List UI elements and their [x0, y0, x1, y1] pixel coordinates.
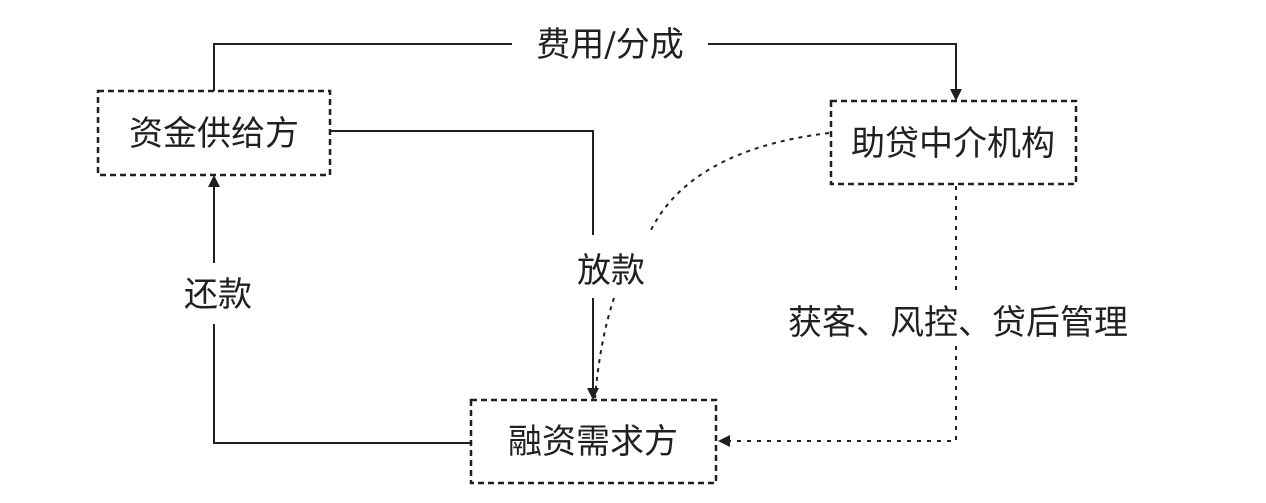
- edge-lending-line-top: [330, 130, 594, 235]
- edge-services: 获客、风控、贷后管理: [718, 186, 1128, 447]
- edge-fee-share-line-right: [708, 43, 962, 101]
- edge-services-label: 获客、风控、贷后管理: [788, 303, 1128, 343]
- edge-lending: 放款: [330, 130, 645, 400]
- edge-repayment-line-bottom: [213, 324, 471, 444]
- node-loan-intermediary: 助贷中介机构: [829, 99, 1078, 186]
- edge-lending-label: 放款: [577, 251, 645, 291]
- node-fund-supplier: 资金供给方: [96, 89, 332, 177]
- node-loan-intermediary-box: [829, 99, 1078, 186]
- edge-fee-share-label: 费用/分成: [536, 25, 683, 65]
- node-loan-intermediary-label: 助贷中介机构: [851, 124, 1055, 164]
- edge-repayment-label: 还款: [184, 275, 252, 315]
- node-fund-supplier-label: 资金供给方: [129, 114, 299, 154]
- edge-intermediary-link: [594, 132, 830, 399]
- node-financing-demander-box: [469, 398, 718, 485]
- edge-fee-share-line-left: [213, 43, 512, 91]
- edge-intermediary-curve-bottom: [594, 297, 615, 399]
- node-financing-demander-label: 融资需求方: [508, 422, 678, 462]
- edge-fee-share: 费用/分成: [213, 25, 962, 101]
- edge-intermediary-curve-top: [649, 132, 830, 233]
- node-financing-demander: 融资需求方: [469, 398, 718, 485]
- edge-repayment: 还款: [184, 175, 471, 444]
- edge-services-line-bottom: [718, 346, 957, 447]
